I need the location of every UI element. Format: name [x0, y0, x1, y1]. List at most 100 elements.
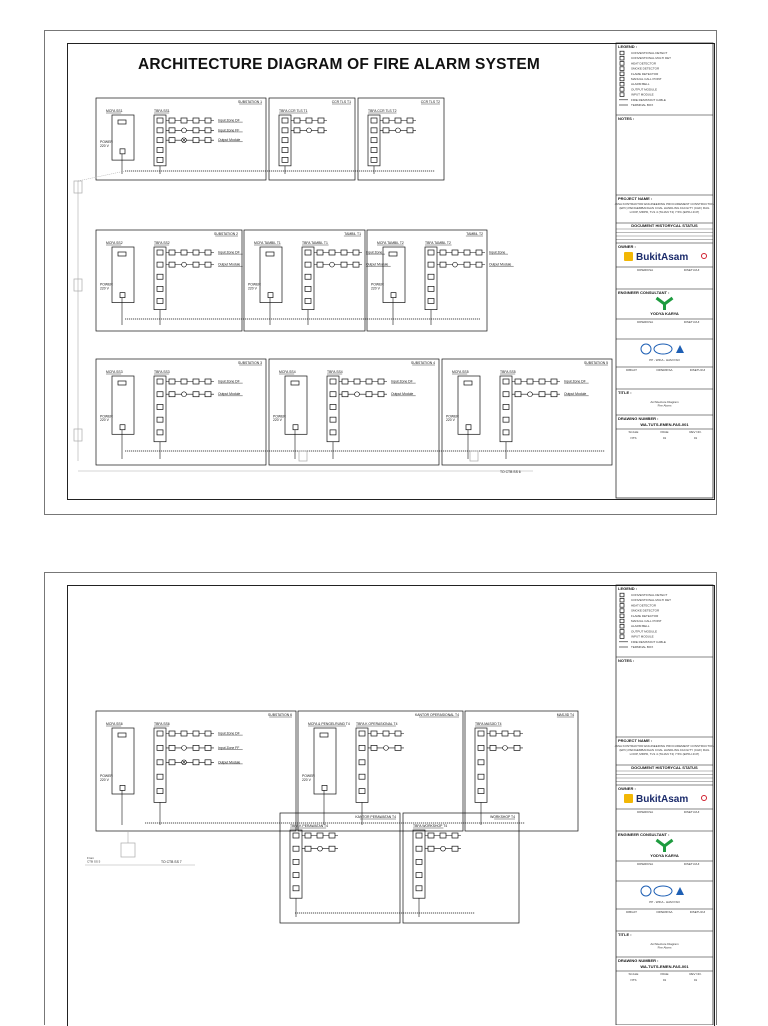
panel-name: SUBSTATION 1: [238, 100, 262, 104]
panel-frame: [464, 710, 579, 832]
device-symbol: [538, 378, 546, 385]
owner-heading: OWNER :: [618, 244, 636, 249]
tbfa-label: TBFA SS2: [154, 241, 170, 245]
tbfa-cabinet: [424, 246, 438, 310]
detector-symbol: [452, 261, 458, 268]
mcfa-label: MCFA TAMBIL T1: [254, 241, 281, 245]
wika-logo: [653, 343, 673, 355]
kso-name: PP - WIKA - HAM KSO: [649, 358, 680, 362]
kso-name: PP - WIKA - HAM KSO: [649, 900, 680, 904]
device-symbol: [352, 261, 360, 268]
device-symbol: [439, 261, 447, 268]
doc-history-heading: DOCUMENT HISTORYCAL STATUS: [631, 223, 698, 228]
device-symbol: [192, 730, 200, 737]
tbfa-cabinet: [153, 246, 167, 310]
device-symbol: [365, 378, 373, 385]
output-label: Input Zone FF: [218, 746, 239, 750]
panel-frame: [268, 358, 440, 466]
mcfa-display: [319, 732, 329, 738]
output-label: Output Module: [218, 263, 240, 267]
tbfa-label: TBFA SS1: [154, 109, 170, 113]
legend-item: FLAME DETECTOR: [631, 614, 659, 618]
mcfa-cabinet: [313, 727, 337, 795]
project-description: LOOP, MRPD, TLS 4 (TAJAN T4) 7.5% (EPFH …: [630, 752, 700, 756]
ham-logo: [676, 345, 684, 353]
terminal-slot: [477, 788, 485, 794]
disetujui-label: DISETUJUI: [690, 910, 706, 914]
terminal-slot: [477, 759, 485, 766]
disetujui-label: DISETUJUI: [684, 810, 700, 814]
output-label: Input Zone: [489, 251, 505, 255]
psu-box: [321, 785, 328, 791]
riser-link: [77, 170, 126, 182]
mcfa-cabinet: [457, 375, 481, 435]
device-symbol: [192, 391, 200, 398]
detector-symbol: [395, 127, 401, 134]
terminal-slot: [427, 261, 435, 268]
output-label: Output Module: [391, 392, 413, 396]
yodya-karya-logo: [655, 838, 674, 852]
legend-item: INPUT MODULE: [631, 93, 654, 97]
device-symbol: [439, 832, 447, 839]
detector-symbol: [181, 391, 187, 397]
owner-logo-text: BukitAsam: [636, 252, 688, 263]
legend-item: MANUAL CALL POINT: [631, 619, 662, 623]
drawing-number-heading: DRAWING NUMBER :: [618, 958, 658, 963]
legend-symbol: [619, 82, 625, 87]
mcfa-label: MCFA TAMBIL T2: [377, 241, 404, 245]
output-label: Input Zone DF: [218, 251, 240, 255]
device-symbol: [439, 249, 447, 256]
device-symbol: [526, 378, 534, 385]
device-symbol: [406, 127, 414, 134]
tbfa-cabinet: [326, 375, 340, 443]
terminal-slot: [358, 773, 366, 780]
device-symbol: [204, 261, 212, 268]
notes-heading: NOTES :: [618, 116, 634, 121]
device-symbol: [328, 845, 336, 852]
device-symbol: [168, 391, 176, 398]
tbfa-label: TBFA K OPERASIONAL T4: [356, 722, 398, 726]
terminal-slot: [358, 745, 366, 751]
terminal-slot: [156, 286, 164, 292]
panel-frame: [402, 812, 520, 924]
rev-value: 01: [694, 436, 698, 440]
terminal-slot: [156, 404, 164, 410]
drawing-frame-2: [67, 585, 715, 1026]
owner-heading: OWNER :: [618, 786, 636, 791]
tbfa-label: TBFA CCR TLS T1: [279, 109, 308, 113]
terminal-slot: [502, 404, 510, 410]
device-symbol: [180, 249, 188, 256]
project-description: JASA KONTRAKTOR ENGINEERING PROCUREMENT …: [614, 744, 714, 748]
terminal-slot: [281, 157, 289, 163]
legend-symbol: [619, 50, 625, 56]
diperiksa-label: DIPERIKSA: [637, 810, 653, 814]
tbfa-label: TBFA TAMBIL T2: [425, 241, 451, 245]
device-symbol: [304, 832, 312, 839]
device-symbol: [550, 378, 558, 385]
legend-symbol: [619, 66, 625, 71]
detector-symbol: [329, 261, 335, 268]
panel-frame: [268, 97, 356, 181]
tbfa-label: TBFA TAMBIL T1: [302, 241, 328, 245]
psu-box: [292, 424, 299, 431]
panel-name: WORKSHOP T4: [490, 815, 515, 819]
device-symbol: [328, 249, 336, 256]
device-symbol: [382, 127, 390, 134]
legend-item: ALARM BELL: [631, 624, 650, 628]
device-symbol: [340, 249, 348, 256]
terminal-slot: [156, 416, 164, 423]
legend-symbol: [619, 56, 625, 61]
device-symbol: [370, 730, 378, 737]
mcfa-display: [117, 251, 127, 257]
output-label: Input Zone: [366, 251, 382, 255]
terminal-slot: [502, 378, 510, 385]
legend-symbol: [619, 613, 625, 618]
legend-item: TERMINAL BOX: [631, 103, 653, 107]
pp-logo: [640, 343, 652, 355]
tbfa-label: TBFA WORKSHOP T4: [413, 824, 447, 828]
